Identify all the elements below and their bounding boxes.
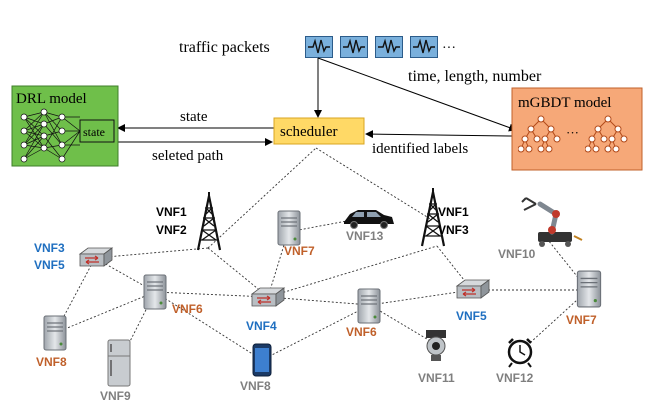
mgbdt-model-title: mGBDT model xyxy=(518,95,611,111)
vnf-label: VNF9 xyxy=(100,389,131,403)
features-label: time, length, number xyxy=(408,68,542,85)
fridge-icon xyxy=(107,339,131,387)
server-icon xyxy=(357,288,381,324)
switch-icon xyxy=(79,247,113,267)
vnf-label: VNF12 xyxy=(496,371,534,385)
tower-icon xyxy=(196,192,222,252)
server-icon xyxy=(143,274,167,310)
switch-icon xyxy=(456,279,490,299)
mgbdt-ellipsis: ··· xyxy=(566,125,579,140)
neural-network-icon xyxy=(20,108,81,163)
path-arrow-label: seleted path xyxy=(152,148,224,164)
packet-ellipsis: ··· xyxy=(442,41,456,56)
scheduler-label: scheduler xyxy=(280,124,337,140)
labels-arrow-label: identified labels xyxy=(372,141,468,157)
mgbdt-model-box: mGBDT model ··· xyxy=(511,87,643,171)
vnf-label: VNF13 xyxy=(346,229,384,243)
packet-icon xyxy=(375,36,403,58)
vnf-label: VNF11 xyxy=(418,371,455,385)
vnf-label: VNF5 xyxy=(34,258,65,272)
control-arrows xyxy=(117,57,517,146)
traffic-packets-label: traffic packets xyxy=(179,39,270,56)
switch-icon xyxy=(251,287,285,307)
vnf-labels: VNF1 VNF2 VNF1 VNF3 VNF3 VNF5 VNF7 VNF13… xyxy=(34,205,597,403)
vnf-label: VNF8 xyxy=(36,355,67,369)
server-icon xyxy=(43,315,67,351)
scheduler-box: scheduler xyxy=(273,117,365,145)
packet-icon xyxy=(340,36,368,58)
vnf-label: VNF2 xyxy=(156,223,187,237)
car-icon xyxy=(344,210,394,229)
packet-icon xyxy=(305,36,333,58)
vnf-label: VNF1 xyxy=(156,205,187,219)
vnf-label: VNF10 xyxy=(498,247,536,261)
vnf-label: VNF6 xyxy=(346,325,377,339)
drl-state-box-label: state xyxy=(83,125,105,139)
vnf-label: VNF3 xyxy=(438,223,469,237)
state-arrow-label: state xyxy=(180,109,208,125)
drl-model-box: DRL model state xyxy=(11,85,119,167)
vnf-label: VNF8 xyxy=(240,379,271,393)
packet-icon xyxy=(410,36,438,58)
server-icon xyxy=(576,270,602,308)
vnf-label: VNF7 xyxy=(566,313,597,327)
vnf-label: VNF3 xyxy=(34,241,65,255)
vnf-label: VNF4 xyxy=(246,319,277,333)
clock-icon xyxy=(507,338,533,368)
drl-model-title: DRL model xyxy=(16,91,87,107)
traffic-packets: traffic packets ··· xyxy=(179,36,456,58)
vnf-label: VNF5 xyxy=(456,309,487,323)
camera-icon xyxy=(426,330,446,361)
robot-arm-icon xyxy=(521,197,583,247)
phone-icon xyxy=(252,343,272,377)
vnf-label: VNF6 xyxy=(172,302,203,316)
vnf-label: VNF1 xyxy=(438,205,469,219)
server-icon xyxy=(277,210,301,246)
vnf-label: VNF7 xyxy=(284,244,315,258)
